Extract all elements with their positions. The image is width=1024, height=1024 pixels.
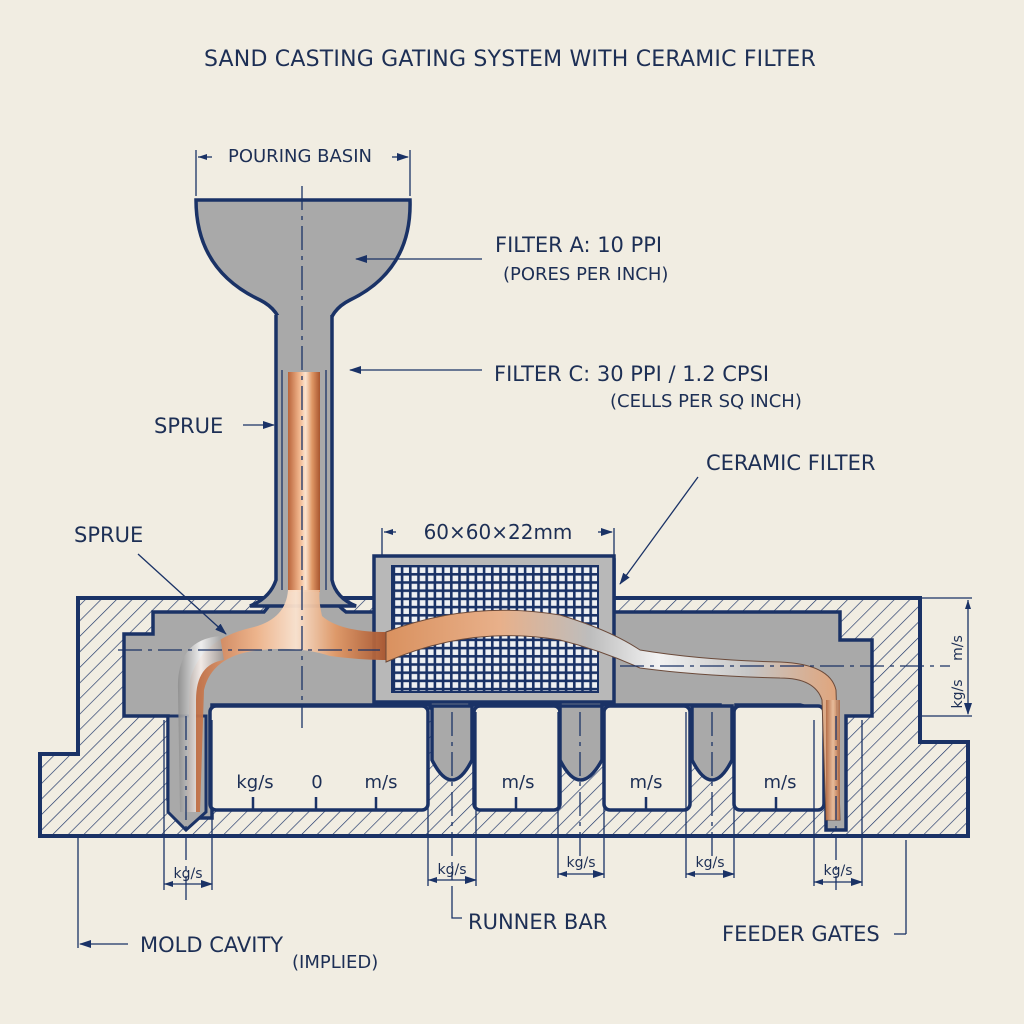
cavity-4-unit: m/s — [764, 772, 797, 793]
gate-dim-2: kg/s — [437, 862, 466, 878]
filter-a-label: FILTER A: 10 PPI — [495, 233, 662, 257]
feeder-gates — [430, 704, 734, 782]
gate-dim-3: kg/s — [566, 855, 595, 871]
mold-cavity-2 — [472, 704, 562, 812]
gate-dim-5: kg/s — [823, 863, 852, 879]
pouring-basin-dimension: POURING BASIN — [195, 146, 411, 196]
side-dimension: m/s kg/s — [920, 597, 972, 717]
cavity-2-unit: m/s — [502, 772, 535, 793]
filter-c-label: FILTER C: 30 PPI / 1.2 CPSI — [494, 362, 769, 386]
gate-dimensions: kg/s kg/s kg/s kg/s kg/s — [164, 855, 863, 888]
side-dim-lower: kg/s — [950, 679, 966, 708]
mold-cavity-1 — [208, 704, 430, 812]
cavity-scale-ticks — [251, 797, 778, 809]
ceramic-filter-leader — [619, 476, 699, 585]
feeder-gate-2 — [558, 704, 604, 782]
filter-dims-label: 60×60×22mm — [424, 520, 573, 544]
sprue-lower-leader — [137, 553, 227, 635]
mold-cavity-4 — [732, 704, 826, 812]
side-dim-upper: m/s — [950, 635, 966, 661]
pouring-basin-label: POURING BASIN — [228, 146, 372, 167]
mold-cavity-sublabel: (IMPLIED) — [292, 952, 378, 973]
mold-cavity-3 — [602, 704, 692, 812]
gate-dim-1: kg/s — [173, 866, 202, 882]
cavity-3-unit: m/s — [630, 772, 663, 793]
mold-cavity-label: MOLD CAVITY — [140, 933, 283, 957]
cavity-1-left-unit: kg/s — [236, 772, 273, 793]
sprue-upper-label: SPRUE — [154, 414, 223, 438]
gate-dim-4: kg/s — [695, 855, 724, 871]
sprue-lower-label: SPRUE — [74, 523, 143, 547]
filter-a-sublabel: (PORES PER INCH) — [503, 264, 668, 285]
filter-dimension: 60×60×22mm — [381, 520, 615, 556]
filter-c-sublabel: (CELLS PER SQ INCH) — [610, 391, 802, 412]
extension-lines — [77, 712, 907, 948]
runner-bar-label: RUNNER BAR — [468, 910, 607, 934]
molten-metal-flow-left — [186, 590, 386, 812]
molten-metal-down-left — [177, 636, 224, 812]
sprue-molten-metal — [288, 372, 320, 592]
runner-bar-leader — [451, 886, 462, 919]
cavity-1-right-unit: m/s — [365, 772, 398, 793]
diagram-title: SAND CASTING GATING SYSTEM WITH CERAMIC … — [204, 47, 816, 72]
ceramic-filter-label: CERAMIC FILTER — [706, 451, 875, 475]
feeder-gates-label: FEEDER GATES — [722, 922, 880, 946]
cavity-1-mid-value: 0 — [311, 772, 322, 793]
